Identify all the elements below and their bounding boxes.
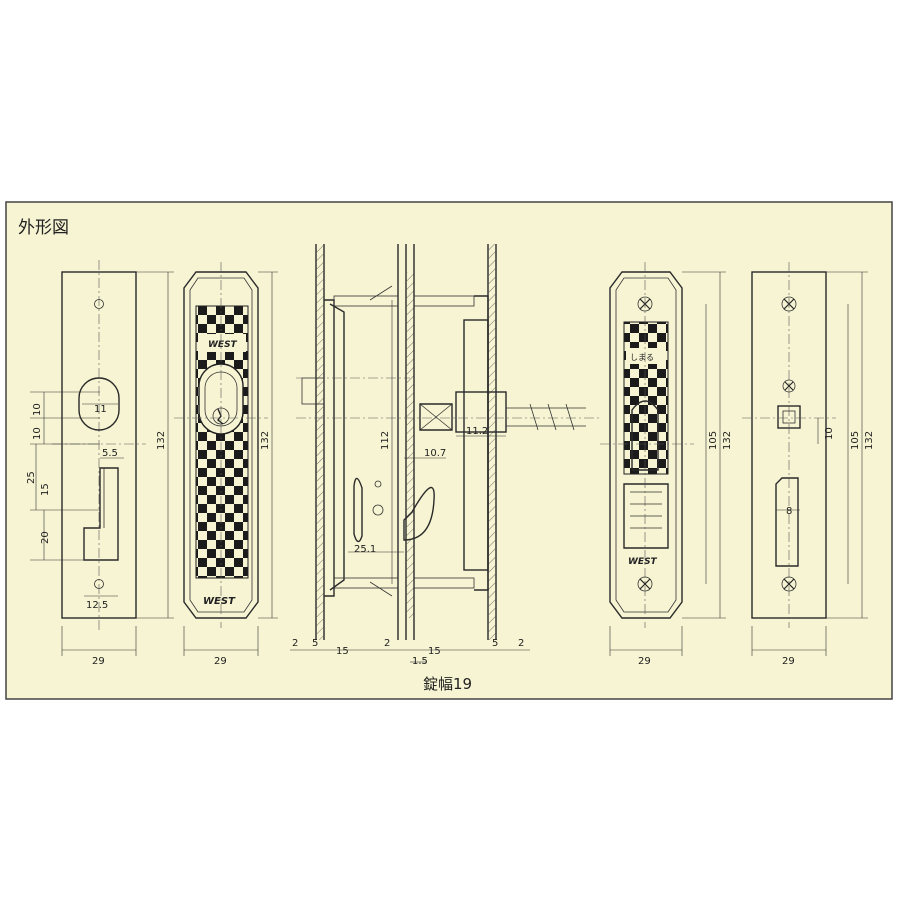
dim-section-1-5: 1.5 <box>412 656 428 667</box>
dim-hook-height: 10.7 <box>424 448 446 459</box>
latch-hook <box>403 486 435 541</box>
dim-section-15b: 15 <box>428 646 441 657</box>
back-plate-view <box>742 262 836 628</box>
screw-hole-bottom <box>94 579 104 589</box>
lever-handle <box>623 483 669 549</box>
dim-backplate-pitch: 105 <box>850 431 861 450</box>
drawing-paper <box>5 201 893 700</box>
section-view <box>296 244 600 640</box>
dim-strike-width: 29 <box>92 656 105 667</box>
lever-checker-panel <box>623 321 669 475</box>
dim-offset-25: 25 <box>26 471 37 484</box>
panel-brand-top: WEST <box>208 340 238 350</box>
dim-offset-10b: 10 <box>32 427 43 440</box>
dim-backplate-height: 132 <box>864 431 875 450</box>
lever-brand: WEST <box>628 557 658 567</box>
dim-section-pitch: 112 <box>380 431 391 450</box>
cylinder-slot <box>78 377 120 431</box>
dim-section-15a: 15 <box>336 646 349 657</box>
strike-plate-view <box>52 260 146 630</box>
dim-backplate-offset: 10 <box>824 427 835 440</box>
dim-section-2b: 2 <box>384 638 390 649</box>
dim-lever-height: 132 <box>722 431 733 450</box>
key-escutcheon-view: WEST WEST <box>174 262 268 628</box>
dim-backset: 25.1 <box>354 544 376 555</box>
dim-slot-width: 11 <box>94 404 107 415</box>
drawing-title: 外形図 <box>18 218 69 238</box>
dim-section-2c: 2 <box>518 638 524 649</box>
dim-strike-height: 132 <box>156 431 167 450</box>
dimension-lines <box>30 271 868 663</box>
lever-label: しまる <box>630 353 654 362</box>
drawing-caption: 錠幅19 <box>423 675 472 693</box>
dim-latch-width: 12.5 <box>86 600 108 611</box>
dim-lever-pitch: 105 <box>708 431 719 450</box>
dim-backplate-latch: 8 <box>786 506 792 517</box>
dim-section-2a: 2 <box>292 638 298 649</box>
dim-escutcheon-height: 132 <box>260 431 271 450</box>
panel-brand-bottom: WEST <box>203 596 236 607</box>
dim-lever-width: 29 <box>638 656 651 667</box>
dim-backplate-width: 29 <box>782 656 795 667</box>
dim-offset-20: 20 <box>40 531 51 544</box>
dim-offset-10a: 10 <box>32 403 43 416</box>
dim-spindle: 11.2 <box>466 426 488 437</box>
dim-section-5b: 5 <box>492 638 498 649</box>
dimension-labels: 29 29 29 29 132 132 132 132 105 105 112 … <box>26 403 875 667</box>
dim-escutcheon-width: 29 <box>214 656 227 667</box>
lever-escutcheon-view: しまる WEST <box>600 262 694 628</box>
dim-latch-offset: 5.5 <box>102 448 118 459</box>
dim-offset-15: 15 <box>40 483 51 496</box>
dim-section-5a: 5 <box>312 638 318 649</box>
screw-hole-top <box>94 299 104 309</box>
